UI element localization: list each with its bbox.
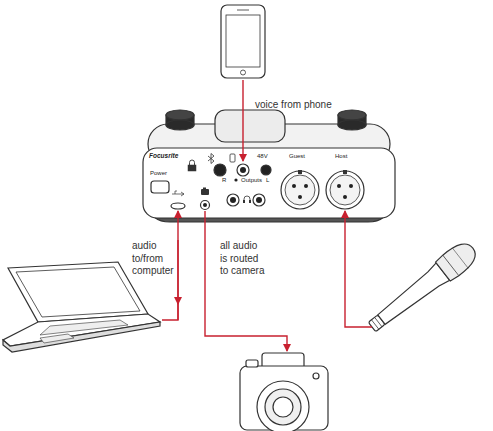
camera	[240, 353, 328, 431]
phone	[221, 5, 265, 78]
output-label: Outputs	[241, 177, 262, 183]
channel-label: R	[222, 177, 226, 183]
interface-panel: FocusritePower 48V Guest HostR Outputs L	[143, 148, 395, 218]
input-label: Guest	[289, 153, 305, 159]
signal-wires	[162, 80, 372, 351]
brand-logo: Focusrite	[149, 153, 178, 160]
signal-label: audio to/from computer	[132, 240, 176, 278]
phantom-power-label: 48V	[257, 153, 268, 159]
input-label: Host	[335, 153, 347, 159]
signal-label: all audio is routed to camera	[220, 240, 267, 278]
channel-label: L	[266, 177, 269, 183]
microphone	[364, 238, 481, 337]
audio-interface	[143, 110, 395, 222]
button-label: Power	[150, 170, 167, 176]
signal-label: voice from phone	[255, 99, 332, 112]
